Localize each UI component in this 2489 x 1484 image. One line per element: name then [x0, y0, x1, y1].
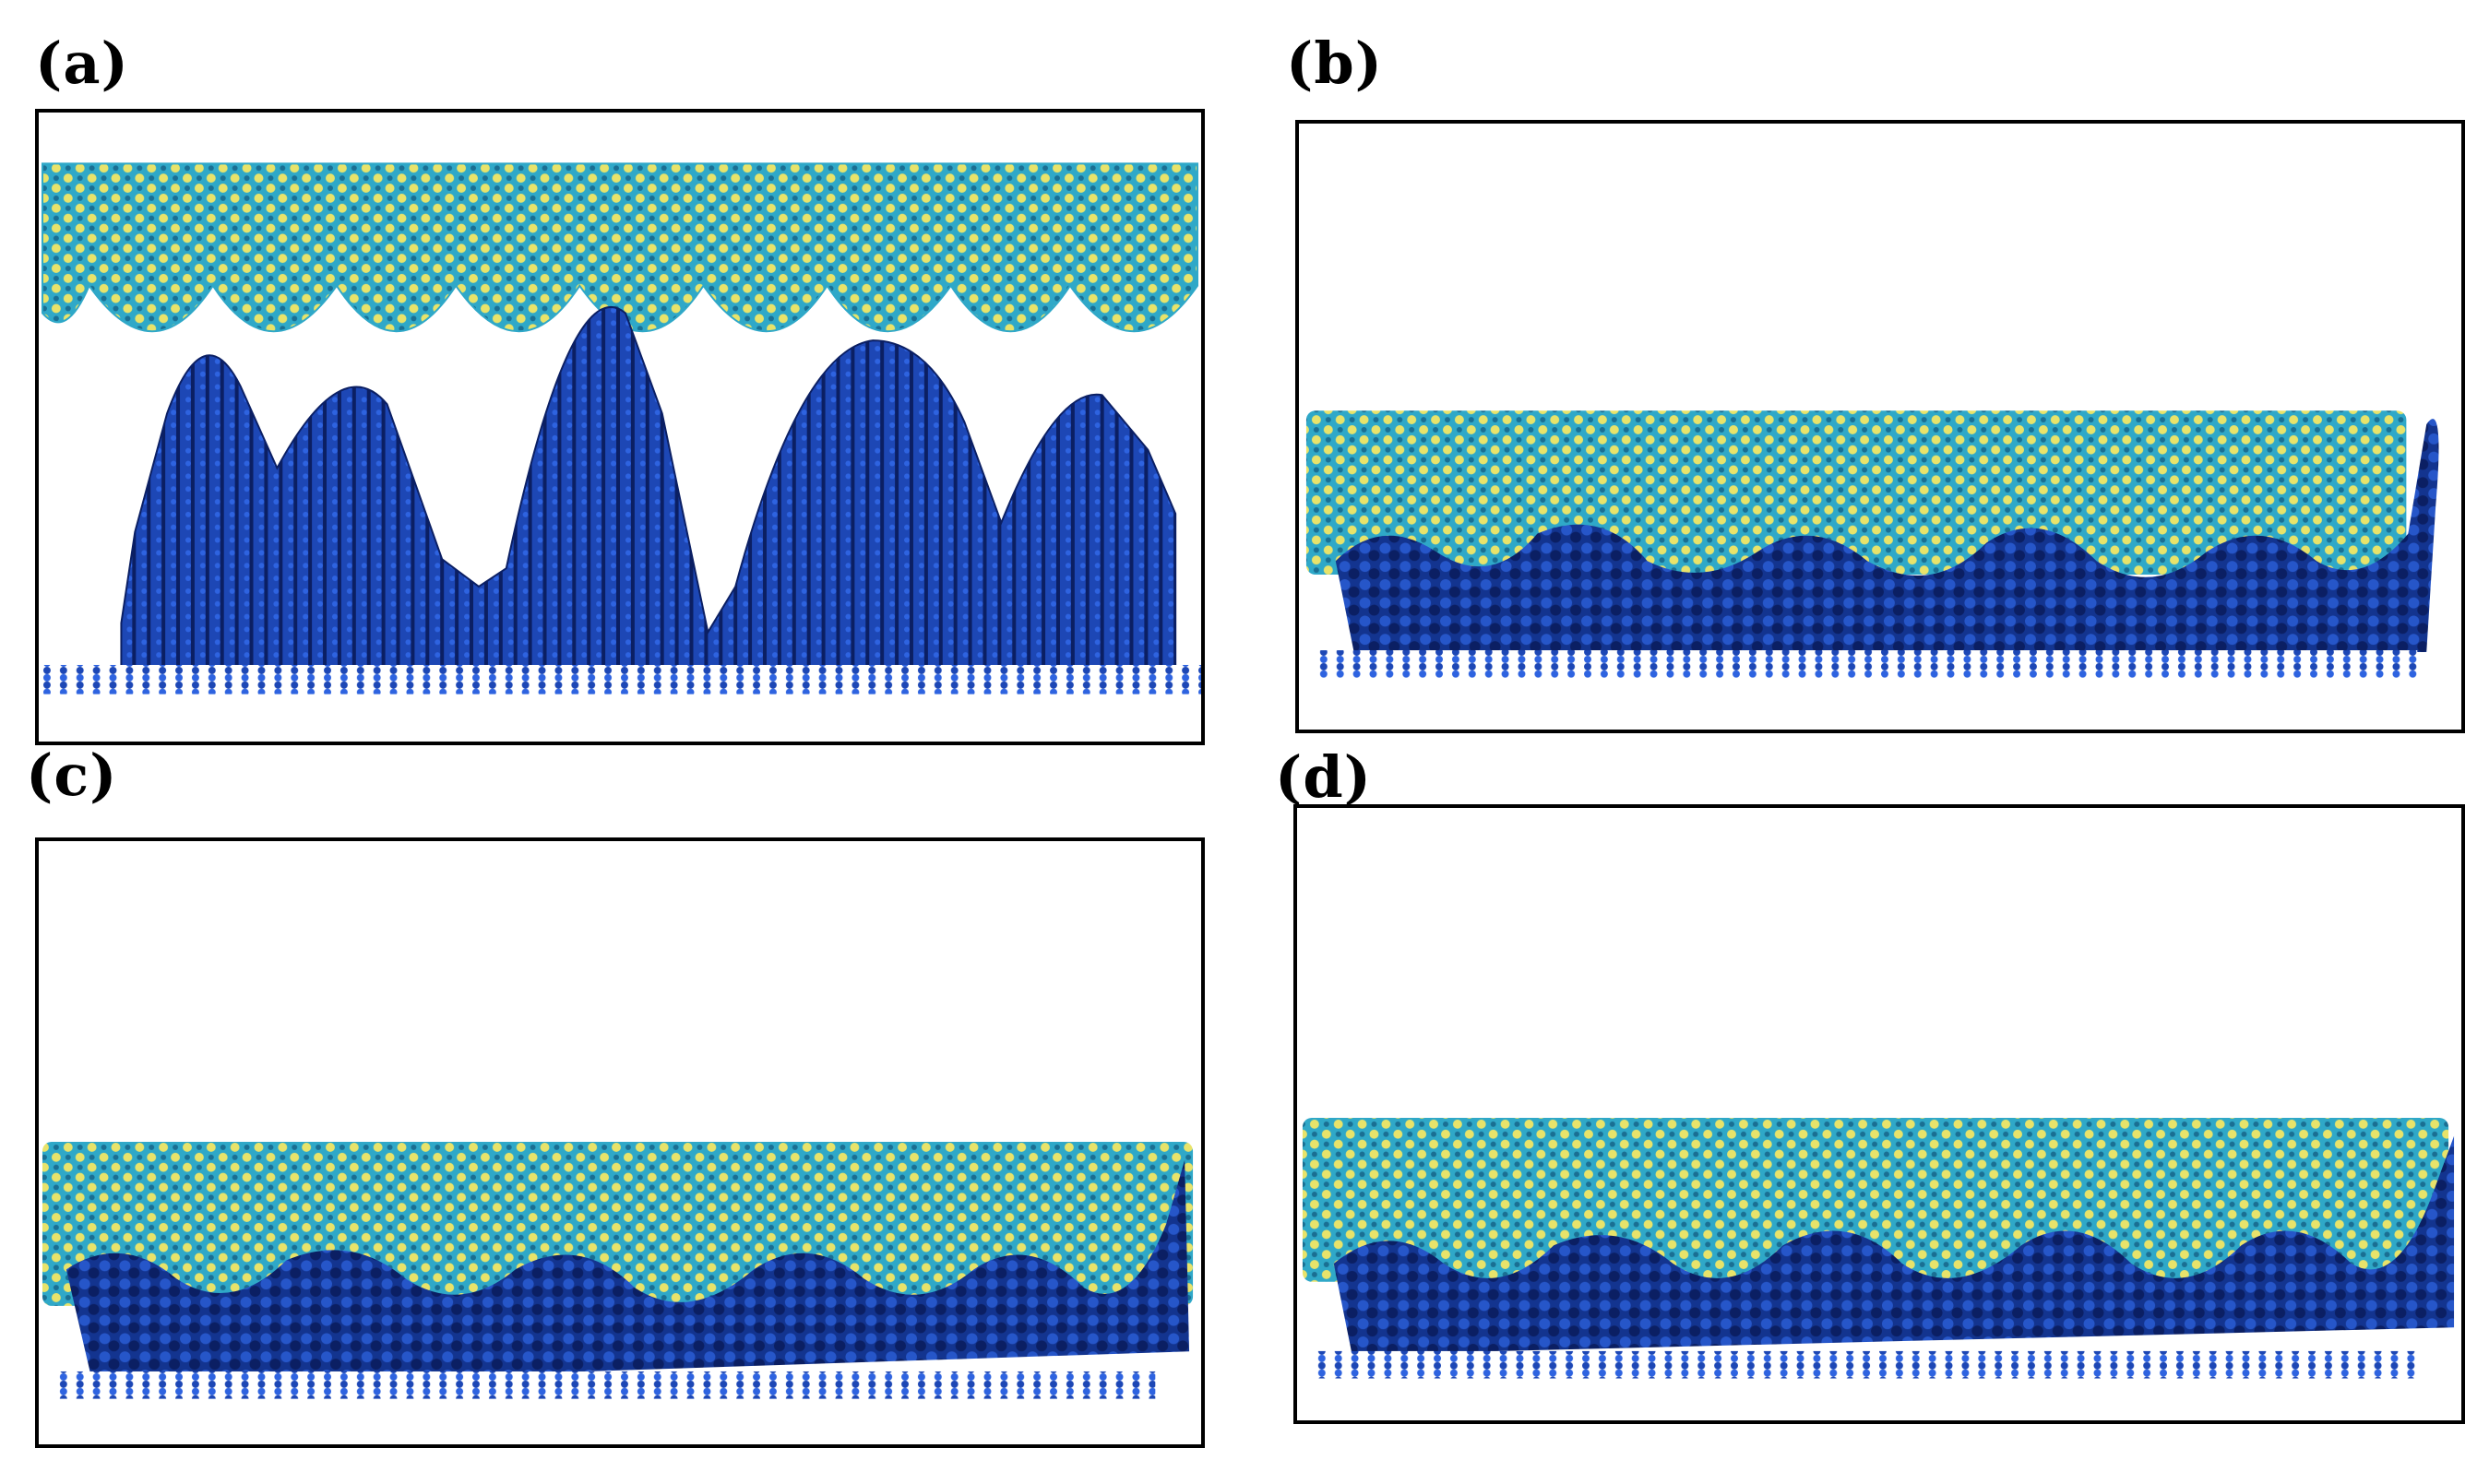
panel-b — [1295, 120, 2465, 733]
wear-debris-b — [1335, 419, 2439, 653]
panel-d — [1293, 804, 2465, 1424]
wear-debris-d — [1333, 1135, 2455, 1355]
wear-debris-c — [66, 1159, 1190, 1388]
panel-a — [35, 109, 1205, 745]
panel-label-b: (b) — [1286, 30, 1384, 97]
substrate-base-a — [39, 664, 1201, 695]
panel-c — [35, 837, 1205, 1448]
panel-label-c: (c) — [26, 742, 118, 809]
panel-d-simulation-image — [1302, 1117, 2455, 1379]
panel-label-a: (a) — [35, 30, 129, 97]
panel-b-simulation-image — [1305, 410, 2439, 678]
panel-a-simulation-image — [39, 162, 1201, 695]
substrate-peaks-a — [120, 306, 1177, 670]
panel-c-simulation-image — [42, 1142, 1194, 1399]
coating-slab-a — [41, 162, 1199, 332]
substrate-base-d — [1313, 1350, 2424, 1379]
panel-label-d: (d) — [1275, 743, 1373, 811]
substrate-base-b — [1312, 650, 2418, 678]
substrate-base-c — [54, 1371, 1156, 1399]
